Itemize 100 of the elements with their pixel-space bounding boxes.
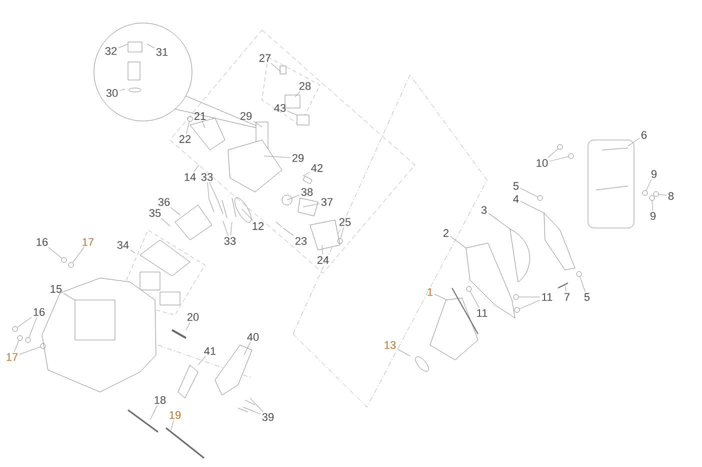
callout-number: 20 [187,313,199,321]
callout-number: 11 [477,309,488,317]
leader-line [118,44,128,48]
leader-line [209,182,218,202]
callout-number: 43 [274,104,286,112]
callout-number: 31 [156,48,168,56]
callout-number: 33 [201,173,213,181]
leader-line [253,120,262,128]
callout-number: 7 [564,293,570,301]
callout-number: 14 [184,173,196,181]
leader-line [146,44,155,48]
leader-line [14,340,20,352]
callout-number: 16 [36,238,48,246]
leader-line [397,348,410,356]
callout-number: 1 [428,288,433,296]
callout-number: 38 [301,188,313,196]
callout-number: 29 [240,112,252,120]
leader-line [434,294,448,300]
callout-number: 35 [149,209,161,217]
leader-line [322,244,323,256]
leader-line [150,405,158,420]
leader-line [207,182,210,200]
callout-number: 19 [170,411,181,419]
callout-number: 23 [295,237,307,245]
leader-line [286,194,300,200]
leader-line [186,121,190,134]
callout-number: 11 [542,293,552,301]
leader-line [282,228,294,236]
callout-number: 2 [444,229,448,237]
leader-line [287,110,298,116]
callout-number: 6 [642,131,647,139]
callout-number: 12 [252,222,264,230]
callout-number: 39 [262,413,274,421]
callout-number: 15 [50,285,62,293]
callout-number: 5 [584,293,590,301]
leader-line [302,172,310,176]
callout-number: 13 [384,341,396,349]
callout-number: 29 [292,154,304,162]
leader-line [230,222,232,236]
leader-line [450,236,466,248]
leader-line [19,346,41,355]
callout-number: 36 [158,198,170,206]
leader-line [130,250,136,254]
leader-line [194,164,200,172]
callout-number: 24 [317,256,329,264]
leader-line [242,406,261,414]
callout-number: 3 [481,206,487,214]
callout-number: 16 [34,308,45,316]
callout-number: 17 [82,238,94,246]
leader-line [340,227,344,239]
leader-line [186,322,190,330]
callout-number: 27 [259,54,271,62]
leader-line [250,398,264,412]
leader-line [63,293,76,300]
callout-number: 8 [668,192,674,200]
callout-number: 4 [513,195,519,203]
callout-number: 32 [105,47,117,55]
leader-line [302,203,320,208]
callout-number: 30 [106,89,118,97]
leader-line [202,121,206,128]
callout-number: 42 [311,164,323,172]
callout-number: 18 [154,396,166,404]
callout-number: 9 [650,212,656,220]
leader-line [520,200,544,214]
leader-line [658,194,667,196]
leader-line [628,138,640,146]
leader-line [518,296,540,298]
leader-line [652,200,653,211]
leader-line [548,148,558,158]
leader-line [244,342,251,356]
callout-number: 22 [179,135,191,143]
callout-number: 5 [513,182,519,190]
leader-line [72,246,84,264]
callout-number: 41 [204,347,216,355]
leader-line [170,207,180,216]
leader-line [646,179,652,191]
leader-line [270,63,282,72]
leader-line [242,208,254,222]
leader-line [580,276,586,292]
leader-line [519,300,540,310]
callout-number: 40 [247,333,259,341]
callout-number: 28 [299,82,311,90]
leader-line [564,284,566,292]
leader-line [160,218,170,226]
leader-line [119,88,126,91]
leader-line [549,156,569,162]
leader-line [198,356,206,366]
leader-line [170,420,174,430]
callout-number: 25 [339,218,351,226]
leader-line [264,156,291,158]
callout-number: 17 [6,353,18,361]
leader-line [294,91,300,98]
callout-number: 10 [536,159,548,167]
leader-line [28,317,38,338]
callout-number: 37 [321,198,333,206]
leader-line [48,247,62,259]
callout-number: 21 [194,112,206,120]
callout-number: 33 [224,237,236,245]
callout-number: 9 [651,170,657,178]
leader-line [470,291,480,308]
